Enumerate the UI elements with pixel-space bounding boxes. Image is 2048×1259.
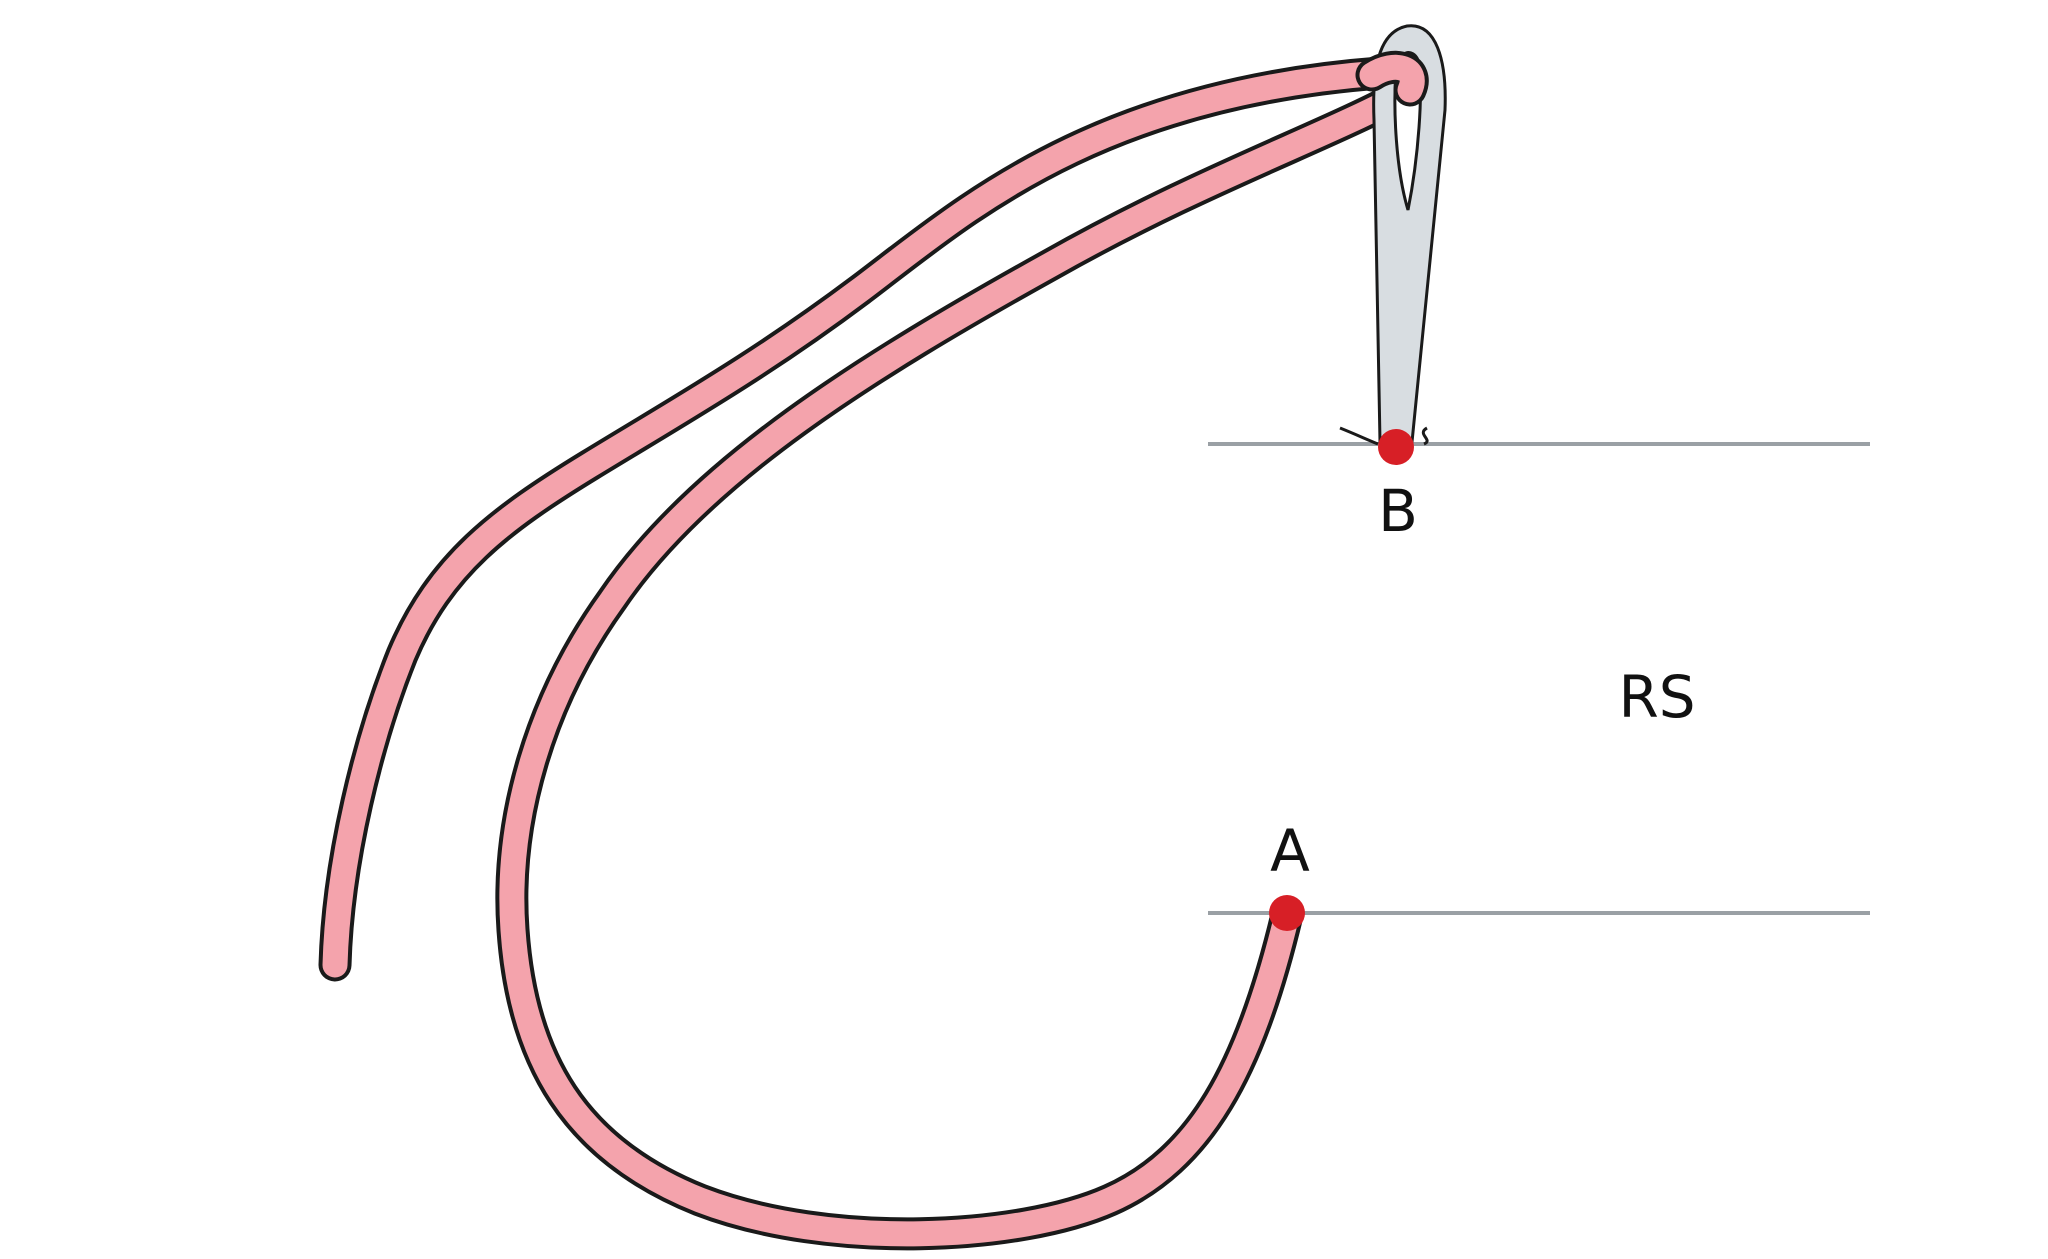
thread-lower-strand xyxy=(495,77,1416,1251)
point-a-label: A xyxy=(1270,817,1310,885)
thread-upper-strand-fill xyxy=(322,60,1393,978)
entry-pucker-left xyxy=(1339,426,1379,446)
point-b-label: B xyxy=(1378,477,1418,545)
thread-lower-strand-fill xyxy=(499,81,1414,1247)
point-b-marker xyxy=(1378,429,1414,465)
entry-pucker-right xyxy=(1421,426,1429,446)
right-side-label: RS xyxy=(1618,663,1695,731)
point-a-marker xyxy=(1269,895,1305,931)
thread-eye-loop-fill xyxy=(1359,54,1425,103)
